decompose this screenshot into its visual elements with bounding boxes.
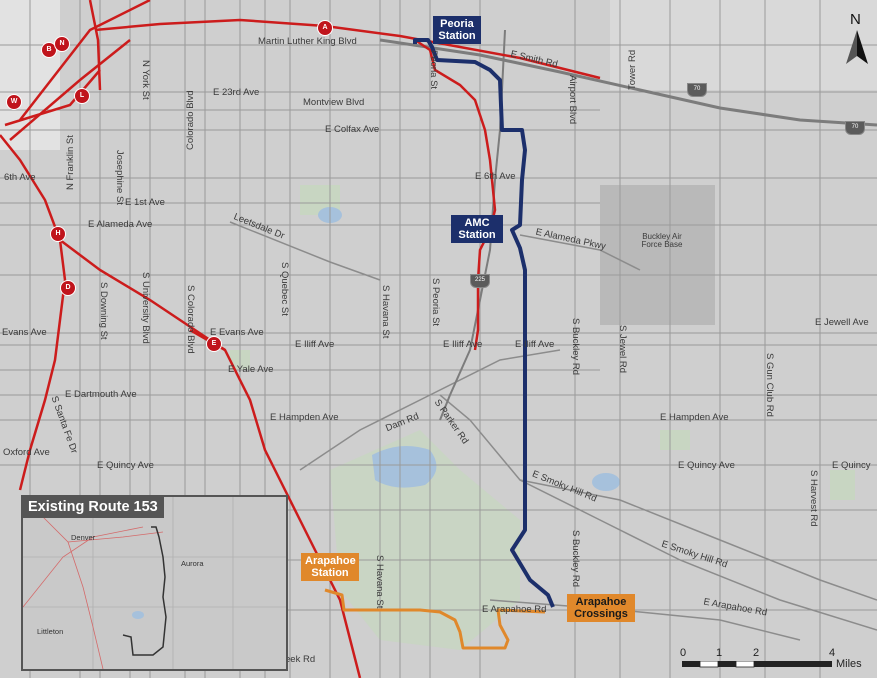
scale-tick-label: 2 [753,647,760,659]
rail-line-w-icon[interactable]: W [6,94,22,110]
inset-route-line [122,526,167,656]
rail-line-h-icon[interactable]: H [50,226,66,242]
inset-city-label: Littleton [37,627,64,636]
street-label: Montview Blvd [303,97,365,108]
street-label: E Yale Ave [228,364,274,375]
scale-tick-label: 4 [829,647,836,659]
orange-route-line [324,588,546,650]
street-label: E Hampden Ave [660,412,729,423]
rail-line-d-icon[interactable]: D [60,280,76,296]
street-label: Evans Ave [2,327,47,338]
rail-line-e-icon[interactable]: E [206,336,222,352]
rail-line-n-icon[interactable]: N [54,36,70,52]
scale-tick-label: 0 [680,647,687,659]
street-label: 6th Ave [4,172,36,183]
street-label: E Quincy Ave [678,460,735,471]
rail-line-l-icon[interactable]: L [74,88,90,104]
street-label: Buckley Air Force Base [641,232,683,249]
street-label: E Dartmouth Ave [65,389,137,400]
street-label: E Quincy [832,460,871,471]
street-label: Martin Luther King Blvd [258,36,357,47]
interstate-shield-icon: 70 [687,83,707,97]
street-label: E Evans Ave [210,327,264,338]
street-label: E 23rd Ave [213,87,260,98]
street-label: Peoria St [428,50,439,90]
arapahoe-station-label[interactable]: Arapahoe Station [301,553,359,581]
inset-title: Existing Route 153 [23,497,164,518]
street-label: Airport Blvd [567,75,578,125]
peoria-station-label[interactable]: Peoria Station [433,16,481,44]
street-label: E Iliff Ave [443,339,483,350]
street-label: S Havana St [374,555,385,609]
north-arrow: N [842,12,872,68]
street-label: E Quincy Ave [97,460,154,471]
street-label: S Harvest Rd [808,470,819,527]
north-label: N [850,11,861,28]
inset-map-svg [23,497,286,669]
street-label: E Colfax Ave [325,124,380,135]
scale-tick-label: 1 [716,647,723,659]
route-153-line [413,38,555,608]
street-label: S Havana St [380,285,391,339]
street-label: S Quebec St [279,262,290,316]
street-label: S Jewel Rd [617,325,628,374]
amc-station-label[interactable]: AMC Station [451,215,503,243]
inset-city-label: Aurora [181,559,204,568]
street-label: Oxford Ave [3,447,50,458]
street-label: E Jewell Ave [815,317,869,328]
street-label: S Gun Club Rd [764,353,775,417]
interstate-shield-icon: 70 [845,121,865,135]
street-label: S Downing St [98,282,109,340]
street-label: S Colorado Blvd [185,285,196,354]
interstate-shield-icon: 225 [470,274,490,288]
north-arrow-icon [846,30,868,64]
street-label: N Franklin St [65,135,76,190]
street-label: Colorado Blvd [185,90,196,150]
rail-line-a-icon[interactable]: A [317,20,333,36]
street-label: E 6th Ave [475,171,516,182]
street-label: E Alameda Ave [88,219,153,230]
street-label: E Hampden Ave [270,412,339,423]
arapahoe-crossings-label[interactable]: Arapahoe Crossings [567,594,635,622]
street-label: S Peoria St [430,278,441,327]
inset-map: Existing Route 153 Denver Aurora Littlet… [21,495,288,671]
street-label: S University Blvd [140,272,151,344]
street-label: E Iliff Ave [515,339,555,350]
street-label: N York St [140,60,151,100]
street-label: Tower Rd [627,49,638,90]
street-label: E Arapahoe Rd [482,604,547,615]
scale-unit-label: Miles [836,658,862,670]
street-label: E Iliff Ave [295,339,335,350]
street-label: S Buckley Rd [570,530,581,588]
scale-bar-graphic [682,661,832,668]
street-label: Josephine St [114,150,125,205]
street-label: S Buckley Rd [570,318,581,376]
inset-city-label: Denver [71,533,96,542]
street-label: E 1st Ave [125,197,165,208]
street-label: eek Rd [285,654,316,665]
